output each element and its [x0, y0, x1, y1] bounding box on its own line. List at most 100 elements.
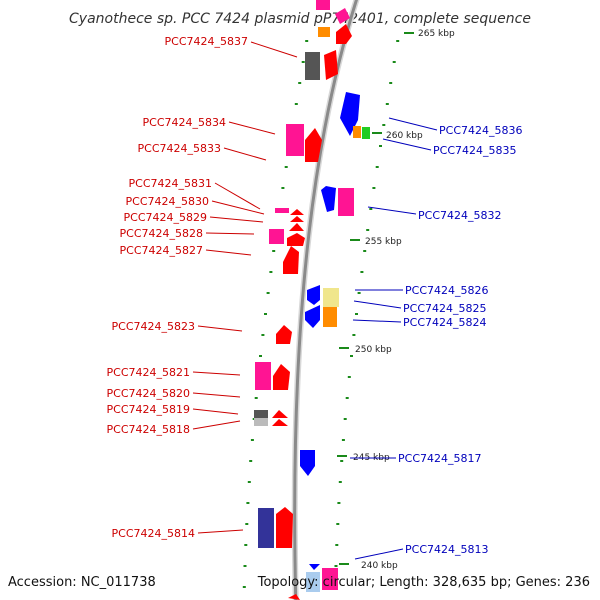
gc-tick [245, 523, 249, 525]
gene-feature-5825[interactable] [305, 305, 320, 328]
gene-feature-5819[interactable] [272, 410, 288, 418]
gc-tick [369, 208, 373, 210]
gene-label-5832[interactable]: PCC7424_5832 [418, 209, 501, 222]
gc-tick [284, 166, 288, 168]
gc-tick [340, 460, 344, 462]
gene-label-5826[interactable]: PCC7424_5826 [405, 284, 488, 297]
gene-feature-5817[interactable] [300, 450, 315, 476]
gene-feature-5830[interactable] [290, 209, 304, 215]
gc-tick [242, 586, 246, 588]
gene-feature-5828[interactable] [269, 229, 284, 244]
gene-feature[interactable] [307, 285, 320, 305]
gc-tick [259, 355, 262, 357]
gc-tick [336, 523, 340, 525]
gc-tick [247, 481, 251, 483]
gc-tick [243, 565, 247, 567]
gene-label-5828[interactable]: PCC7424_5828 [120, 227, 203, 240]
gene-feature[interactable] [336, 24, 352, 44]
gene-feature-5836[interactable] [340, 92, 360, 136]
gene-label-5830[interactable]: PCC7424_5830 [126, 195, 209, 208]
gene-label-5837[interactable]: PCC7424_5837 [165, 35, 248, 48]
backbone [291, 0, 360, 600]
gene-feature[interactable] [318, 27, 330, 37]
left-labels: PCC7424_5837 PCC7424_5834 PCC7424_5833 P… [107, 35, 298, 540]
gene-feature[interactable] [335, 8, 350, 24]
gene-feature-5831[interactable] [275, 208, 289, 213]
gene-feature[interactable] [322, 568, 338, 590]
gene-feature[interactable] [276, 507, 293, 548]
gene-feature-5818[interactable] [272, 419, 288, 426]
gc-tick [337, 502, 341, 504]
gene-label-5836[interactable]: PCC7424_5836 [439, 124, 522, 137]
gc-tick [250, 439, 254, 441]
gene-feature-5826[interactable] [323, 288, 339, 307]
gene-feature-5821[interactable] [255, 362, 271, 390]
gene-features [254, 0, 370, 600]
gene-feature-5813[interactable] [309, 564, 320, 570]
map-title: Cyanothece sp. PCC 7424 plasmid pP742401… [69, 11, 531, 27]
gc-tick [385, 103, 389, 105]
gene-label-5823[interactable]: PCC7424_5823 [112, 320, 195, 333]
gene-label-5818[interactable]: PCC7424_5818 [107, 423, 190, 436]
gc-tick [382, 124, 386, 126]
gene-feature[interactable] [287, 233, 305, 246]
gc-tick [338, 481, 342, 483]
gc-tick [298, 82, 302, 84]
gene-feature-5832[interactable] [338, 188, 354, 216]
gc-tick [396, 40, 400, 42]
gene-label-5821[interactable]: PCC7424_5821 [107, 366, 190, 379]
gene-feature[interactable] [316, 0, 330, 10]
gene-feature[interactable] [306, 572, 320, 592]
gene-feature-5837[interactable] [305, 52, 320, 80]
gene-feature[interactable] [254, 418, 268, 426]
gc-tick [347, 376, 351, 378]
gc-tick [249, 460, 253, 462]
tick-label: 265 kbp [418, 29, 455, 39]
gene-feature-5834[interactable] [286, 124, 304, 156]
gene-label-5829[interactable]: PCC7424_5829 [124, 211, 207, 224]
gc-tick [350, 355, 353, 357]
accession-text: Accession: NC_011738 [8, 575, 156, 590]
gc-tick [375, 166, 379, 168]
gene-label-5819[interactable]: PCC7424_5819 [107, 403, 190, 416]
gc-tick [305, 40, 309, 42]
gc-tick [294, 103, 298, 105]
gene-label-5831[interactable]: PCC7424_5831 [129, 177, 212, 190]
gc-tick [389, 82, 393, 84]
gene-feature-5823[interactable] [276, 325, 292, 344]
gene-label-5833[interactable]: PCC7424_5833 [138, 142, 221, 155]
gene-label-5834[interactable]: PCC7424_5834 [143, 116, 226, 129]
gene-feature-5820[interactable] [254, 410, 268, 418]
gc-tick [281, 187, 285, 189]
gene-label-5813[interactable]: PCC7424_5813 [405, 543, 488, 556]
gene-feature-5827[interactable] [283, 246, 299, 274]
gene-label-5814[interactable]: PCC7424_5814 [112, 527, 195, 540]
gc-tick [244, 544, 248, 546]
gene-feature-5835[interactable] [362, 127, 370, 139]
gc-tick [254, 397, 258, 399]
gene-feature[interactable] [321, 186, 336, 212]
gene-feature[interactable] [289, 223, 304, 231]
gc-tick [345, 397, 349, 399]
right-labels: PCC7424_5836 PCC7424_5835 PCC7424_5832 P… [350, 117, 522, 560]
gc-tick [272, 250, 276, 252]
gene-feature[interactable] [273, 364, 290, 390]
gene-feature[interactable] [324, 50, 338, 80]
gene-label-5820[interactable]: PCC7424_5820 [107, 387, 190, 400]
gene-feature[interactable] [288, 594, 300, 600]
gene-feature-5833[interactable] [305, 128, 322, 162]
gene-feature[interactable] [353, 126, 361, 138]
gene-label-5817[interactable]: PCC7424_5817 [398, 452, 481, 465]
gc-tick [341, 439, 345, 441]
gene-label-5835[interactable]: PCC7424_5835 [433, 144, 516, 157]
gene-label-5825[interactable]: PCC7424_5825 [403, 302, 486, 315]
gene-label-5827[interactable]: PCC7424_5827 [120, 244, 203, 257]
gene-feature-5814[interactable] [258, 508, 274, 548]
gene-label-5824[interactable]: PCC7424_5824 [403, 316, 486, 329]
gene-feature-5824[interactable] [323, 307, 337, 327]
gc-tick [357, 292, 361, 294]
gc-tick [301, 61, 305, 63]
gc-tick [269, 271, 273, 273]
gene-feature-5829[interactable] [290, 216, 304, 222]
